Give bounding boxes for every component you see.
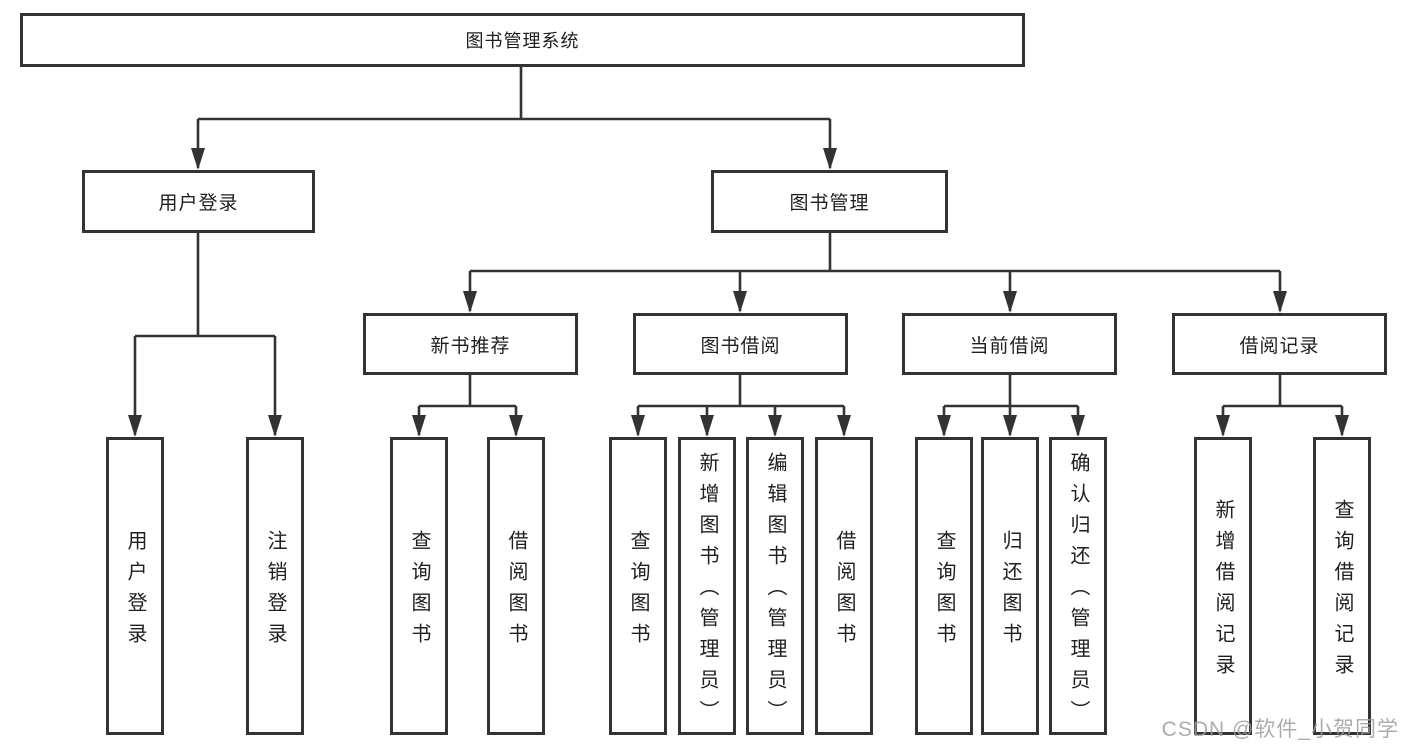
node-label: 新增图书（管理员） xyxy=(696,452,718,731)
node-book-management: 图书管理 xyxy=(711,170,948,233)
node-label: 新增借阅记录 xyxy=(1212,498,1234,685)
node-label: 图书管理 xyxy=(789,193,870,214)
leaf-add-borrow-record: 新增借阅记录 xyxy=(1194,437,1252,735)
node-label: 借阅图书 xyxy=(833,529,855,654)
node-root-library-system: 图书管理系统 xyxy=(20,13,1025,67)
node-label: 确认归还（管理员） xyxy=(1067,452,1089,731)
node-label: 查询图书 xyxy=(408,529,430,654)
node-book-borrow: 图书借阅 xyxy=(633,313,848,375)
node-label: 注销登录 xyxy=(264,529,286,654)
node-label: 查询图书 xyxy=(627,529,649,654)
node-label: 查询图书 xyxy=(933,529,955,654)
node-label: 编辑图书（管理员） xyxy=(764,452,786,731)
leaf-borrow-books-recommend: 借阅图书 xyxy=(487,437,545,735)
node-label: 新书推荐 xyxy=(430,335,511,357)
leaf-confirm-return-admin: 确认归还（管理员） xyxy=(1049,437,1107,735)
leaf-return-books: 归还图书 xyxy=(981,437,1039,735)
node-new-book-recommend: 新书推荐 xyxy=(363,313,578,375)
leaf-query-books-current: 查询图书 xyxy=(915,437,973,735)
node-label: 图书借阅 xyxy=(700,335,781,357)
node-label: 当前借阅 xyxy=(969,335,1050,357)
leaf-edit-books-admin: 编辑图书（管理员） xyxy=(746,437,804,735)
node-label: 借阅记录 xyxy=(1239,335,1320,357)
node-label: 归还图书 xyxy=(999,529,1021,654)
node-label: 查询借阅记录 xyxy=(1331,498,1353,685)
leaf-user-login: 用户登录 xyxy=(106,437,164,735)
node-label: 图书管理系统 xyxy=(465,31,580,51)
node-user-login: 用户登录 xyxy=(82,170,315,233)
leaf-logout: 注销登录 xyxy=(246,437,304,735)
node-borrow-records: 借阅记录 xyxy=(1172,313,1387,375)
leaf-query-books-recommend: 查询图书 xyxy=(390,437,448,735)
leaf-query-borrow-record: 查询借阅记录 xyxy=(1313,437,1371,735)
leaf-query-books-borrow: 查询图书 xyxy=(609,437,667,735)
node-label: 借阅图书 xyxy=(505,529,527,654)
node-label: 用户登录 xyxy=(124,529,146,654)
node-current-borrow: 当前借阅 xyxy=(902,313,1117,375)
arrowhead-icons xyxy=(128,148,1349,437)
node-label: 用户登录 xyxy=(158,193,239,214)
leaf-borrow-books: 借阅图书 xyxy=(815,437,873,735)
leaf-add-books-admin: 新增图书（管理员） xyxy=(678,437,736,735)
csdn-watermark: CSDN @软件_小贺同学 xyxy=(1161,718,1399,741)
